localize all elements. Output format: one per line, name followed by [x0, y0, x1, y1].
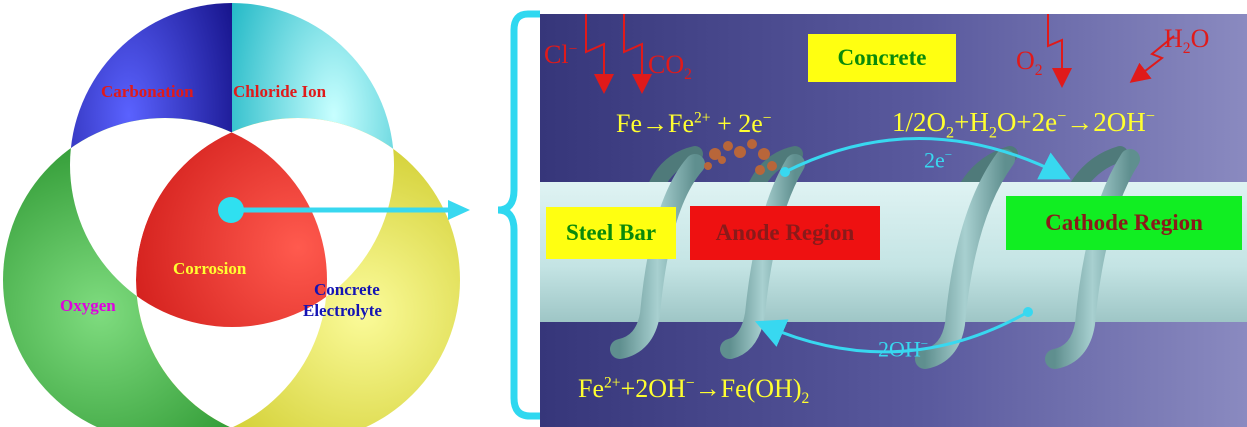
- venn-shapes: [3, 3, 470, 427]
- electron-flow-arrow: [784, 137, 1071, 180]
- corrosion-region: [136, 118, 327, 327]
- cathode-equation: 1/2O2+H2O+2e−→2OH−: [892, 107, 1155, 142]
- chloride-ion-label: Chloride Ion: [233, 82, 327, 101]
- o2-label: O2: [1016, 46, 1043, 80]
- connector-arrowhead: [448, 200, 470, 220]
- ferrous-hydroxide-equation: Fe2++2OH−→Fe(OH)2: [578, 374, 810, 408]
- oxygen-label: Oxygen: [60, 296, 116, 315]
- curly-bracket: [497, 10, 540, 420]
- carbonation-label: Carbonation: [101, 82, 194, 101]
- steel-coils: [610, 149, 1140, 369]
- chloride-ion-gas-label: Cl−: [544, 40, 578, 69]
- electron-flow-label: 2e−: [924, 147, 953, 173]
- hydroxide-flow-arrow: [754, 310, 1029, 354]
- gas-arrows: [585, 14, 1175, 94]
- electrolyte-label-line1: Concrete: [314, 280, 380, 299]
- rust-particles: [704, 139, 777, 175]
- anode-region-label: Anode Region: [690, 206, 880, 260]
- anode-equation: Fe→Fe2+ + 2e−: [616, 109, 772, 138]
- cathode-region-label: Cathode Region: [1006, 196, 1242, 250]
- hydroxide-flow-label: 2OH−: [878, 336, 929, 362]
- electrolyte-label-line2: Electrolyte: [303, 301, 382, 320]
- venn-diagram: Carbonation Chloride Ion Oxygen Concrete…: [0, 0, 500, 427]
- co2-label: CO2: [648, 50, 692, 84]
- corrosion-label: Corrosion: [173, 259, 247, 278]
- concrete-label: Concrete: [808, 34, 956, 82]
- steel-bar-label: Steel Bar: [546, 207, 676, 259]
- h2o-label: H2O: [1164, 24, 1210, 58]
- corrosion-mechanism-panel: Cl− CO2 O2 H2O Concrete Fe→Fe2+ + 2e− 1/…: [540, 14, 1247, 427]
- corrosion-dot: [218, 197, 244, 223]
